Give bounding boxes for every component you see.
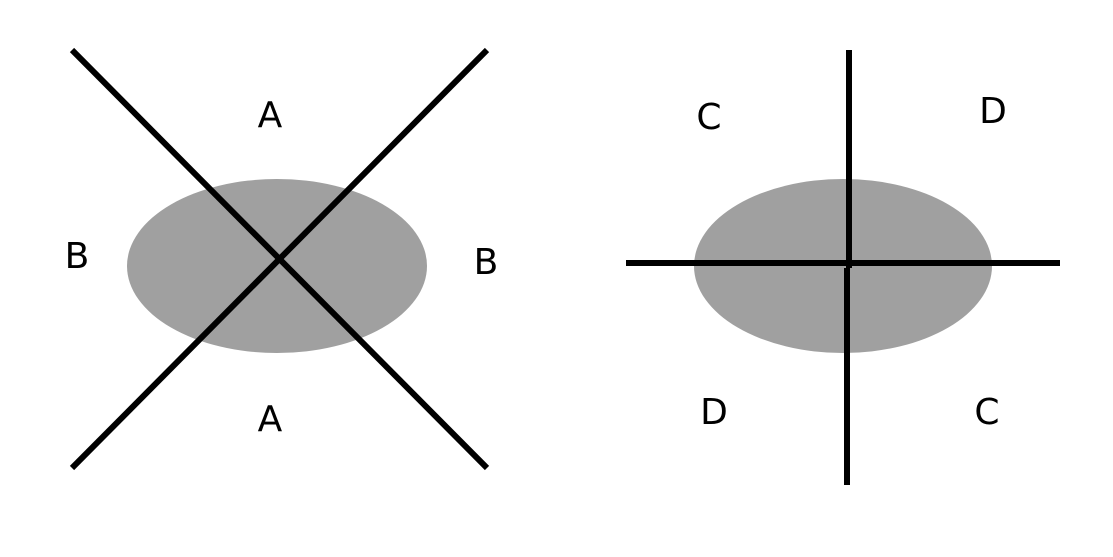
right-panel: C D D C [626, 50, 1060, 485]
right-label-top-left: C [696, 97, 721, 138]
left-ellipse [127, 179, 427, 353]
right-label-bottom-right: C [974, 392, 999, 433]
left-label-right: B [474, 242, 499, 283]
left-label-top: A [258, 95, 283, 136]
left-label-left: B [65, 236, 90, 277]
left-panel: A A B B [65, 47, 499, 471]
right-label-top-right: D [979, 91, 1007, 132]
right-label-bottom-left: D [700, 392, 728, 433]
left-label-bottom: A [258, 399, 283, 440]
left-diagonal-line-2 [69, 47, 490, 471]
